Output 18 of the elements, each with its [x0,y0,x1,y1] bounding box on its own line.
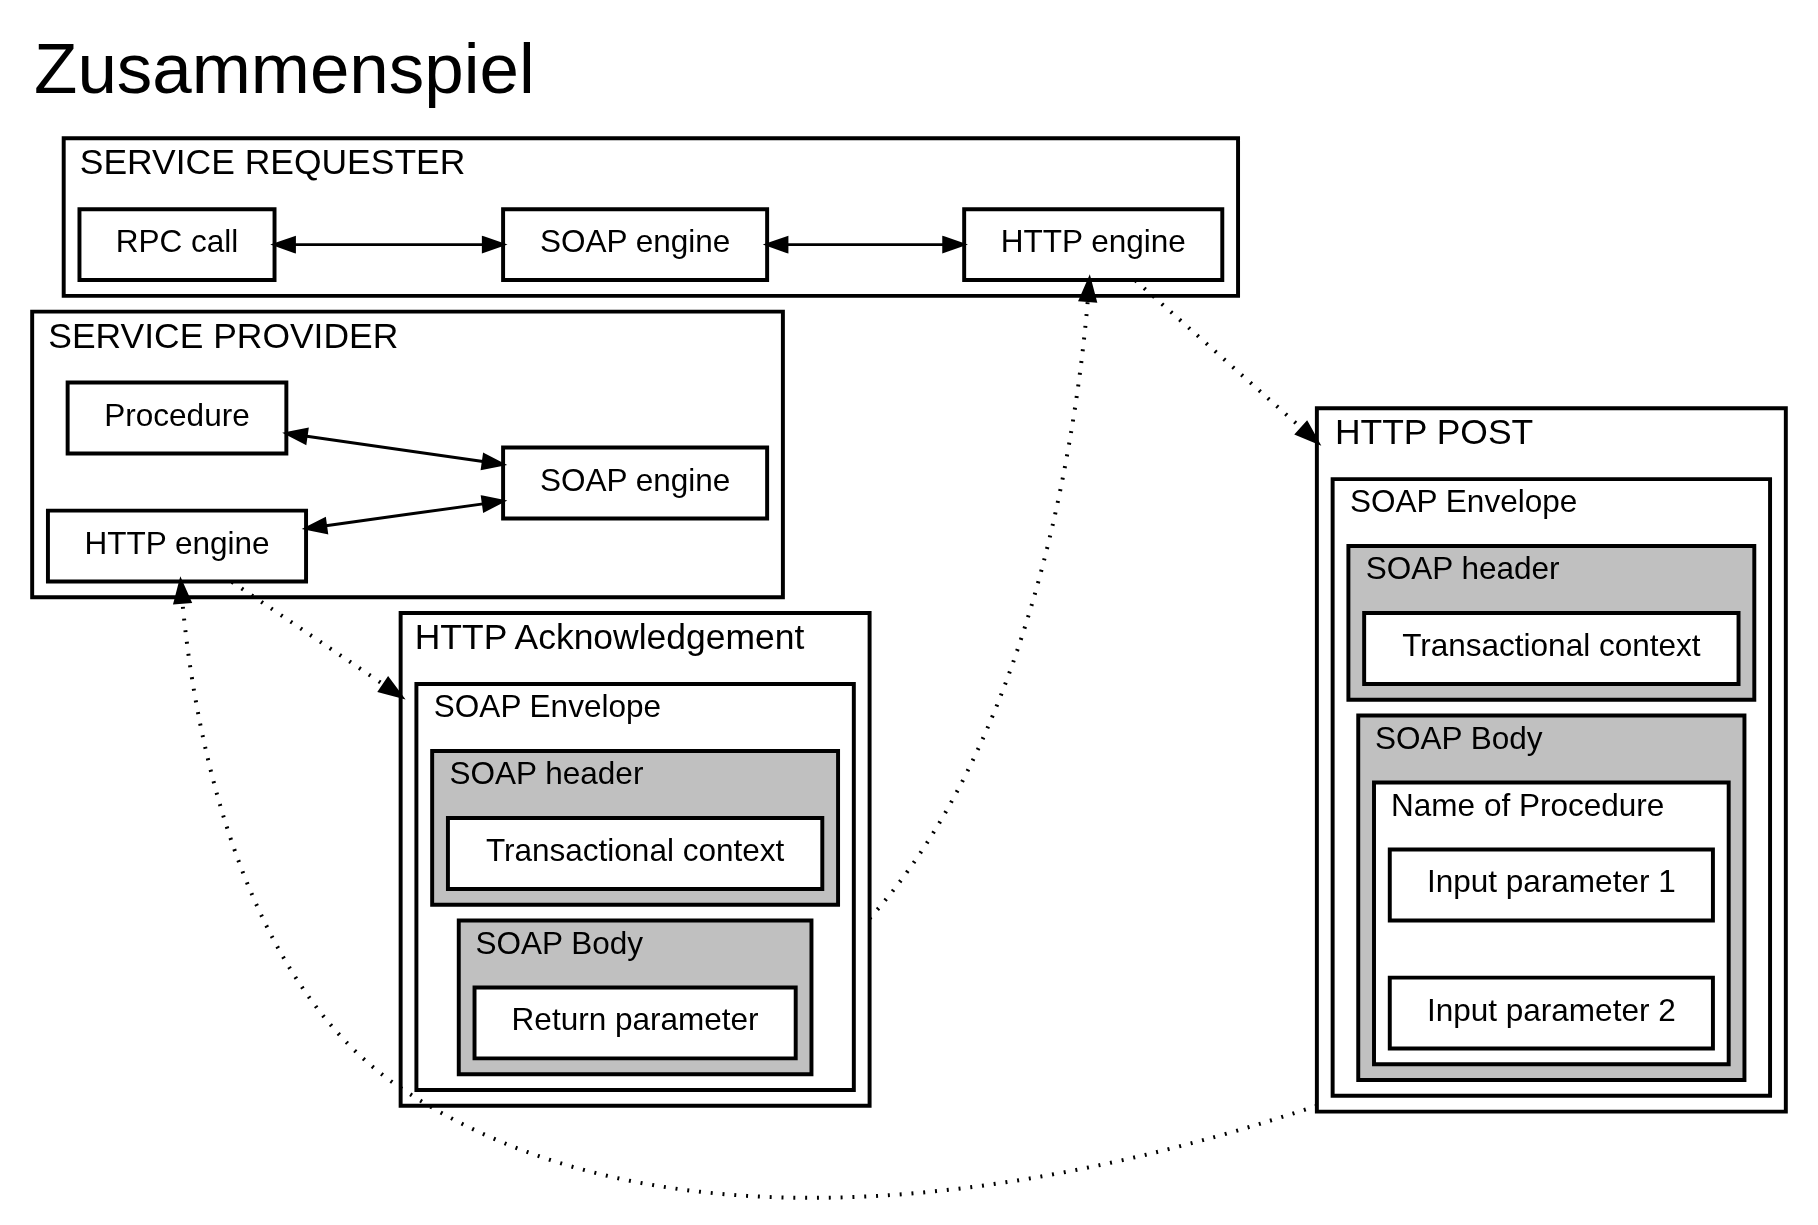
arrow [282,427,508,470]
node-box: HTTP engine [962,206,1225,282]
node-box: Transactional context [1362,610,1741,686]
arrow [301,494,508,534]
node-box: Return parameter [472,985,798,1060]
arrow [172,575,1318,1199]
arrow [270,235,508,254]
diagram-title: Zusammenspiel [34,28,535,108]
node-box: SOAP engine [501,206,770,282]
node-box: HTTP engine [45,508,309,584]
node-box: Procedure [65,380,289,455]
node-box: SOAP engine [501,445,770,520]
node-box: Input parameter 1 [1387,847,1715,922]
arrow [762,235,968,254]
node-box: RPC call [77,206,277,282]
node-box: Transactional context [445,815,825,891]
node-box: Input parameter 2 [1387,975,1715,1050]
arrow [868,273,1098,920]
